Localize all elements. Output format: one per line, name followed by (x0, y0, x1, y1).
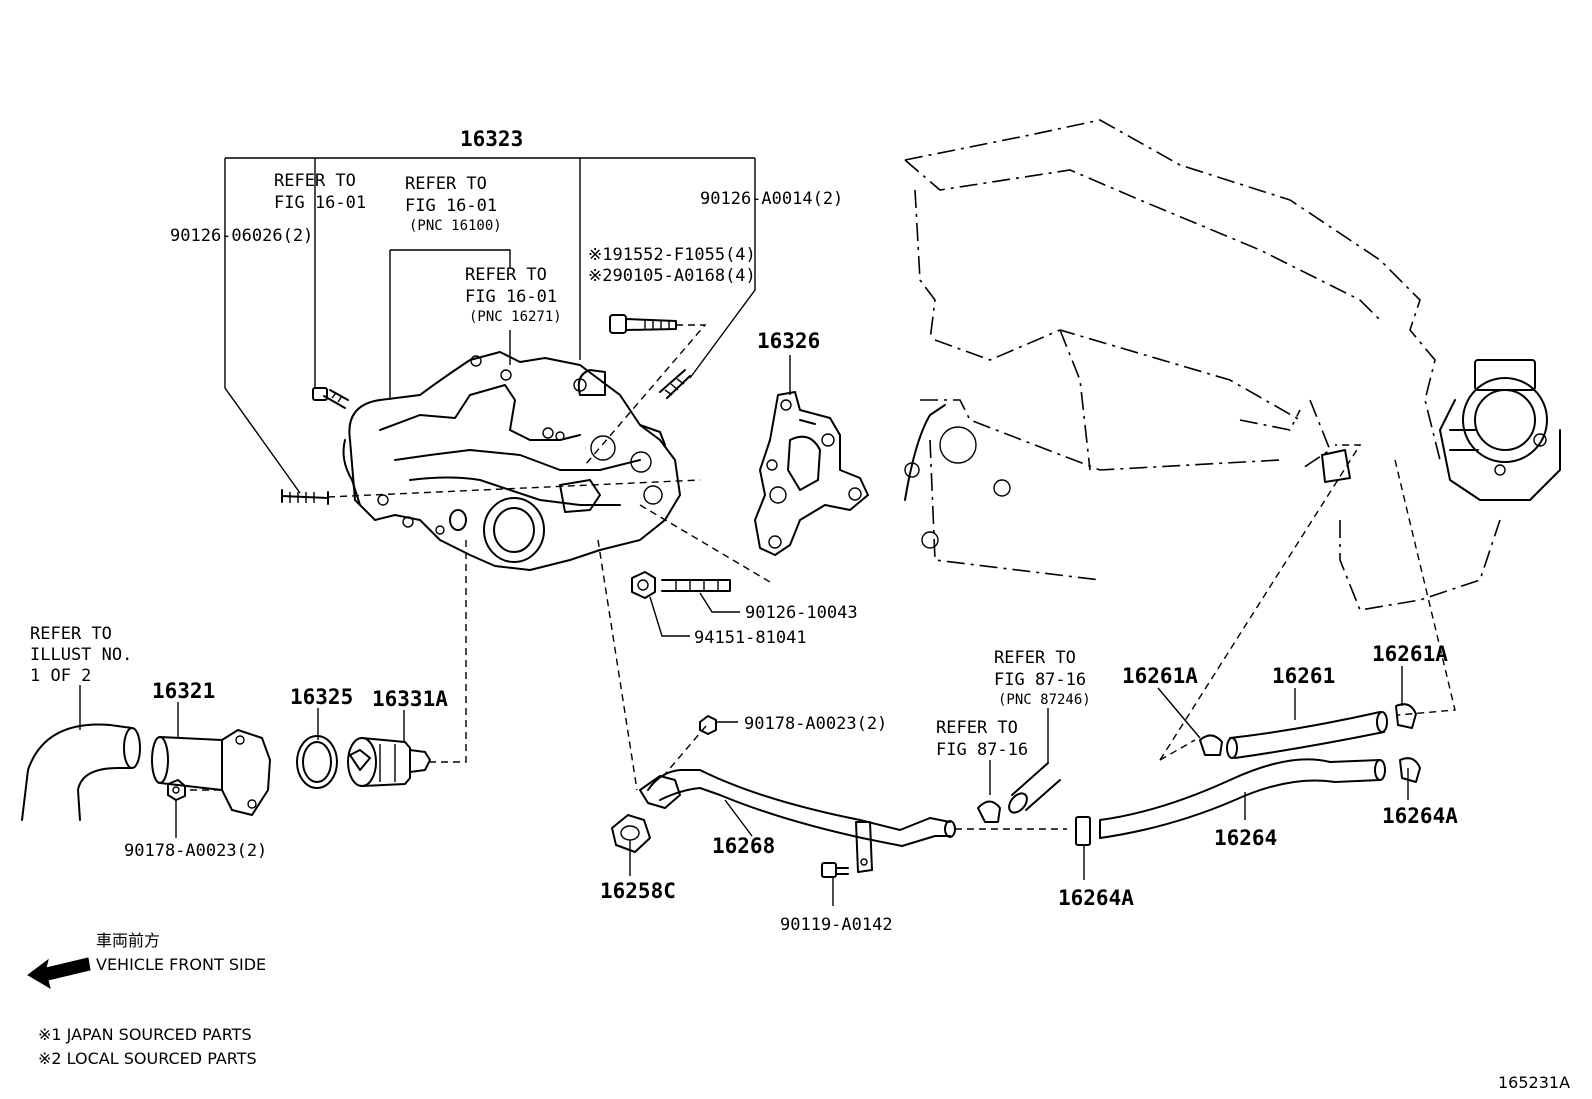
label-16261: 16261 (1272, 664, 1335, 688)
clamp-16261a-right (1395, 703, 1417, 729)
nut-94151-81041 (631, 571, 656, 599)
label-16261a-right: 16261A (1372, 642, 1448, 666)
thermostat-16331a (347, 737, 431, 787)
illustration-id: 165231A (1498, 1073, 1570, 1092)
throttle-body (1321, 359, 1561, 501)
note-fig1601-a-l1: REFER TO (274, 171, 356, 191)
gasket-16258c (611, 814, 651, 853)
bolt-90119-a0142 (821, 862, 849, 878)
label-16264: 16264 (1214, 826, 1277, 850)
alignment-lines (190, 324, 1456, 830)
note-fig8716-a-l1: REFER TO (994, 648, 1076, 668)
label-90178-a0023-left: 90178-A0023(2) (124, 841, 267, 861)
hose-16261 (1226, 711, 1388, 759)
label-16258c: 16258C (600, 879, 676, 903)
water-pump-assembly (342, 351, 681, 571)
vehicle-front-arrow-icon (27, 957, 91, 990)
nut-90178-left (167, 779, 186, 801)
part-labels: 16323 90126-06026(2) REFER TO FIG 16-01 … (30, 127, 1458, 935)
label-16331a: 16331A (372, 687, 448, 711)
label-16323: 16323 (460, 127, 523, 151)
note-fig1601-b-l2: FIG 16-01 (405, 196, 497, 216)
front-label-jp: 車両前方 (96, 931, 160, 950)
leader-lines (79, 157, 1409, 906)
label-90105-a0168: ※290105-A0168(4) (588, 266, 756, 286)
label-16268: 16268 (712, 834, 775, 858)
note-illust-l1: REFER TO (30, 624, 112, 644)
note-fig1601-b-l1: REFER TO (405, 174, 487, 194)
legend: 車両前方 VEHICLE FRONT SIDE ※1 JAPAN SOURCED… (38, 931, 1570, 1092)
note-fig1601-a-l2: FIG 16-01 (274, 193, 366, 213)
label-90126-10043: 90126-10043 (745, 603, 858, 623)
note-fig8716-a-l2: FIG 87-16 (994, 670, 1086, 690)
note-fig8716-a-l3: (PNC 87246) (998, 692, 1091, 708)
stud-90126-10043 (661, 579, 731, 592)
bolt-90126-06026 (281, 489, 329, 505)
clamp-16264a-right (1399, 757, 1421, 783)
front-label-en: VEHICLE FRONT SIDE (96, 955, 266, 974)
hose-16264 (1099, 758, 1386, 839)
note-fig1601-c-l1: REFER TO (465, 265, 547, 285)
note-illust-l3: 1 OF 2 (30, 666, 91, 686)
note-illust-l2: ILLUST NO. (30, 645, 132, 665)
clamp-16264a-center (1075, 816, 1091, 846)
pump-cover-gasket (754, 391, 869, 556)
note-fig1601-b-l3: (PNC 16100) (409, 218, 502, 234)
hose-87246 (1008, 762, 1061, 814)
label-90178-a0023-top: 90178-A0023(2) (744, 714, 887, 734)
label-16261a-left: 16261A (1122, 664, 1198, 688)
clamp-87-16 (977, 800, 1001, 823)
water-pipe-16268 (639, 769, 956, 873)
legend-note-1: ※1 JAPAN SOURCED PARTS (38, 1025, 252, 1044)
label-94151-81041: 94151-81041 (694, 628, 807, 648)
stud-90126-a0014 (659, 369, 691, 399)
clamp-16261a-left (1199, 734, 1223, 756)
label-91552-f1055: ※191552-F1055(4) (588, 245, 756, 265)
label-90126-06026: 90126-06026(2) (170, 226, 313, 246)
note-fig8716-b-l1: REFER TO (936, 718, 1018, 738)
label-16326: 16326 (757, 329, 820, 353)
note-fig8716-b-l2: FIG 87-16 (936, 740, 1028, 760)
label-16264a-right: 16264A (1382, 804, 1458, 828)
nut-90178-top (699, 715, 717, 735)
note-fig1601-c-l2: FIG 16-01 (465, 287, 557, 307)
label-90126-a0014: 90126-A0014(2) (700, 189, 843, 209)
label-16264a-bottom: 16264A (1058, 886, 1134, 910)
label-16325: 16325 (290, 685, 353, 709)
bolt-left-upper (312, 387, 349, 409)
note-fig1601-c-l3: (PNC 16271) (469, 309, 562, 325)
water-inlet-16321 (151, 729, 271, 816)
legend-note-2: ※2 LOCAL SOURCED PARTS (38, 1049, 257, 1068)
gasket-16325 (296, 735, 338, 789)
label-90119-a0142: 90119-A0142 (780, 915, 893, 935)
label-16321: 16321 (152, 679, 215, 703)
radiator-hose (21, 723, 141, 821)
bolt-91552 (609, 314, 677, 334)
engine-block-outline (904, 119, 1501, 611)
